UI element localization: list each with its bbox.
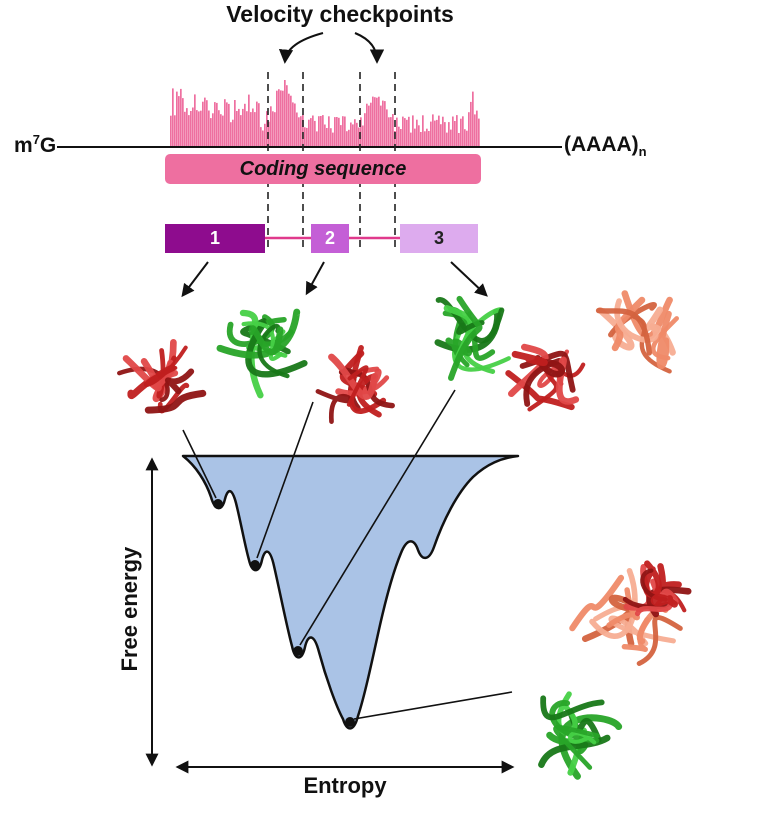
- funnel-minima-dots: [213, 499, 355, 727]
- cap-base: m: [14, 134, 33, 157]
- checkpoint-arrow-left: [278, 31, 324, 64]
- domain2-arrow: [305, 261, 325, 296]
- polya-subscript: n: [638, 144, 647, 160]
- coding-sequence-bar: Coding sequence: [165, 154, 481, 184]
- domain-box-3-label: 3: [433, 228, 444, 248]
- mrna-cap-label: m7G: [14, 132, 57, 157]
- protein-ribbon-red: [117, 339, 207, 414]
- connector-1: [182, 429, 217, 499]
- protein-ribbon-green: [538, 691, 623, 780]
- checkpoint-arrow-right: [354, 31, 385, 64]
- segment-to-protein-arrows: [181, 261, 488, 298]
- domain-box-1-label: 1: [209, 228, 220, 248]
- domain-box-1: 1: [165, 224, 265, 253]
- ribosome-density-histogram: [170, 80, 480, 146]
- domain-box-2: 2: [311, 224, 349, 253]
- protein-ribbon-green: [216, 308, 308, 399]
- folding-funnel: [181, 454, 520, 730]
- free-energy-axis-label: Free energy: [116, 546, 142, 672]
- protein-ribbon-red: [315, 345, 395, 424]
- cap-tail: G: [39, 134, 57, 157]
- coding-sequence-label: Coding sequence: [239, 157, 407, 180]
- connector-4: [353, 691, 513, 720]
- entropy-axis-label: Entropy: [303, 773, 387, 798]
- state-connector-lines: [182, 389, 513, 720]
- minimum-dot-1: [213, 499, 223, 509]
- protein-ribbon-red: [505, 343, 586, 412]
- domain3-arrow: [450, 261, 488, 297]
- polya-tail-label: (AAAA)n: [564, 133, 647, 159]
- protein-structures: [117, 290, 692, 780]
- domain-box-2-label: 2: [324, 228, 335, 248]
- polya-base: (AAAA): [564, 133, 639, 156]
- connector-2: [256, 401, 314, 559]
- protein-ribbon-salmon: [595, 290, 679, 374]
- protein-ribbon-red: [622, 560, 692, 618]
- minimum-dot-4: [345, 717, 355, 727]
- protein-ribbon-green: [434, 295, 511, 381]
- minimum-dot-3: [293, 646, 303, 656]
- domain1-arrow: [181, 261, 209, 298]
- checkpoint-pointer-arrows: [278, 31, 385, 64]
- minimum-dot-2: [250, 560, 260, 570]
- cap-superscript: 7: [32, 132, 40, 147]
- velocity-checkpoints-title: Velocity checkpoints: [226, 1, 454, 27]
- connector-3: [299, 389, 456, 646]
- domain-box-3: 3: [400, 224, 478, 253]
